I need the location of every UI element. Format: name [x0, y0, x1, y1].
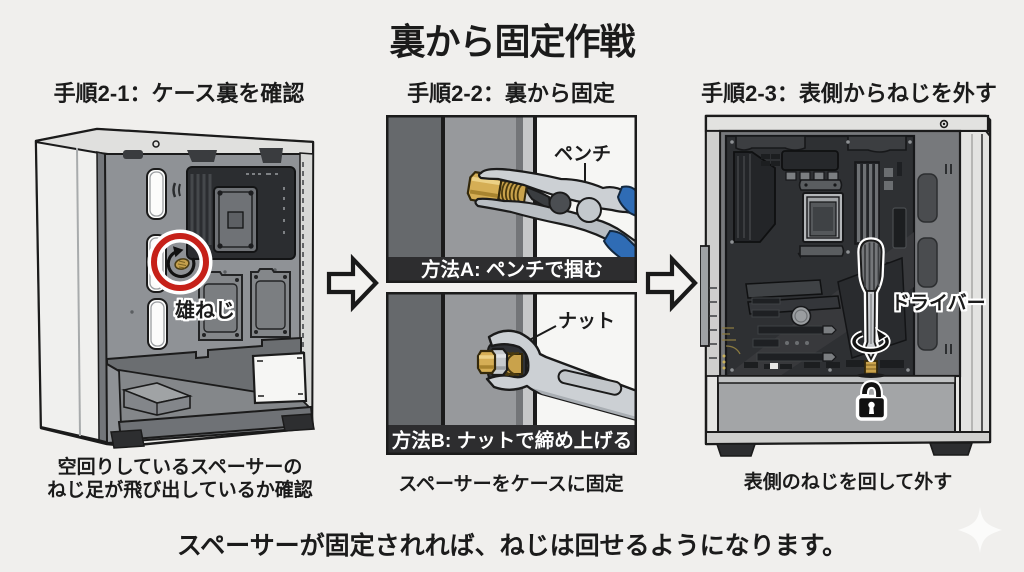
- svg-text:方法A: ペンチで掴む: 方法A: ペンチで掴む: [421, 258, 603, 281]
- svg-text:方法B: ナットで締め上げる: 方法B: ナットで締め上げる: [392, 429, 633, 452]
